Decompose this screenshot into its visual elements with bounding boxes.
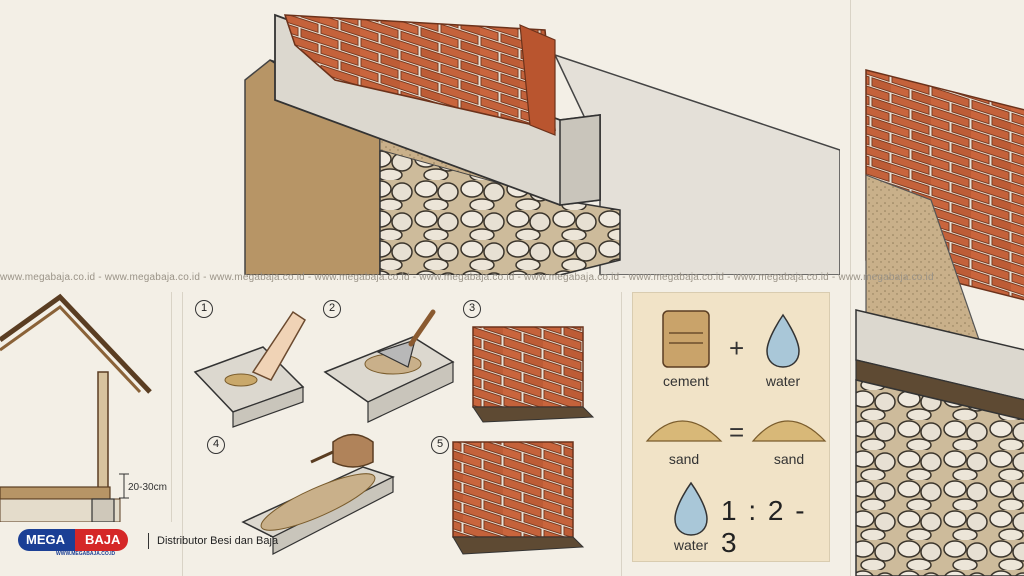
megabaja-logo[interactable]: MEGA BAJA (18, 529, 129, 551)
brand-tagline: Distributor Besi dan Baja (148, 533, 278, 549)
sand-pile-icon-right (751, 420, 827, 442)
logo-url-text: WWW.MEGABAJA.CO.ID (56, 551, 116, 557)
house-section-illustration (0, 293, 152, 522)
equals-sign: = (729, 417, 745, 447)
cement-label: cement (663, 373, 709, 389)
wall-cutaway-illustration (855, 69, 1024, 576)
water-drop-icon (766, 313, 800, 368)
mix-ratio-value: 1 : 2 - 3 (721, 495, 807, 558)
water-label: water (765, 373, 801, 389)
wall-cutaway-panel (850, 0, 1024, 576)
foundation-illustration-panel (0, 0, 840, 275)
cement-bag-icon (662, 310, 710, 368)
step-number-4: 4 (207, 436, 225, 454)
water-label-bottom: water (673, 537, 709, 553)
sand-label-left: sand (668, 451, 700, 467)
mix-ratio-panel: cement + water sand = sand water 1 : 2 -… (632, 292, 830, 562)
steps-illustration (193, 309, 595, 555)
sand-label-right: sand (773, 451, 805, 467)
step-number-5: 5 (431, 436, 449, 454)
plus-sign: + (729, 333, 745, 363)
logo-baja-text: BAJA (75, 529, 129, 551)
watermark-strip: www.megabaja.co.id - www.megabaja.co.id … (0, 272, 934, 283)
step-number-1: 1 (195, 300, 213, 318)
logo-mega-text: MEGA (18, 529, 75, 551)
sand-pile-icon-left (645, 420, 723, 442)
dimension-label: 20-30cm (128, 482, 167, 493)
house-section-panel: 20-30cm (0, 292, 172, 522)
mix-ratio-illustration (645, 310, 827, 536)
construction-steps-panel: 1 2 3 4 5 (182, 292, 622, 576)
step-number-3: 3 (463, 300, 481, 318)
foundation-illustration (244, 13, 840, 275)
water-drop-icon-bottom (674, 481, 708, 536)
step-number-2: 2 (323, 300, 341, 318)
